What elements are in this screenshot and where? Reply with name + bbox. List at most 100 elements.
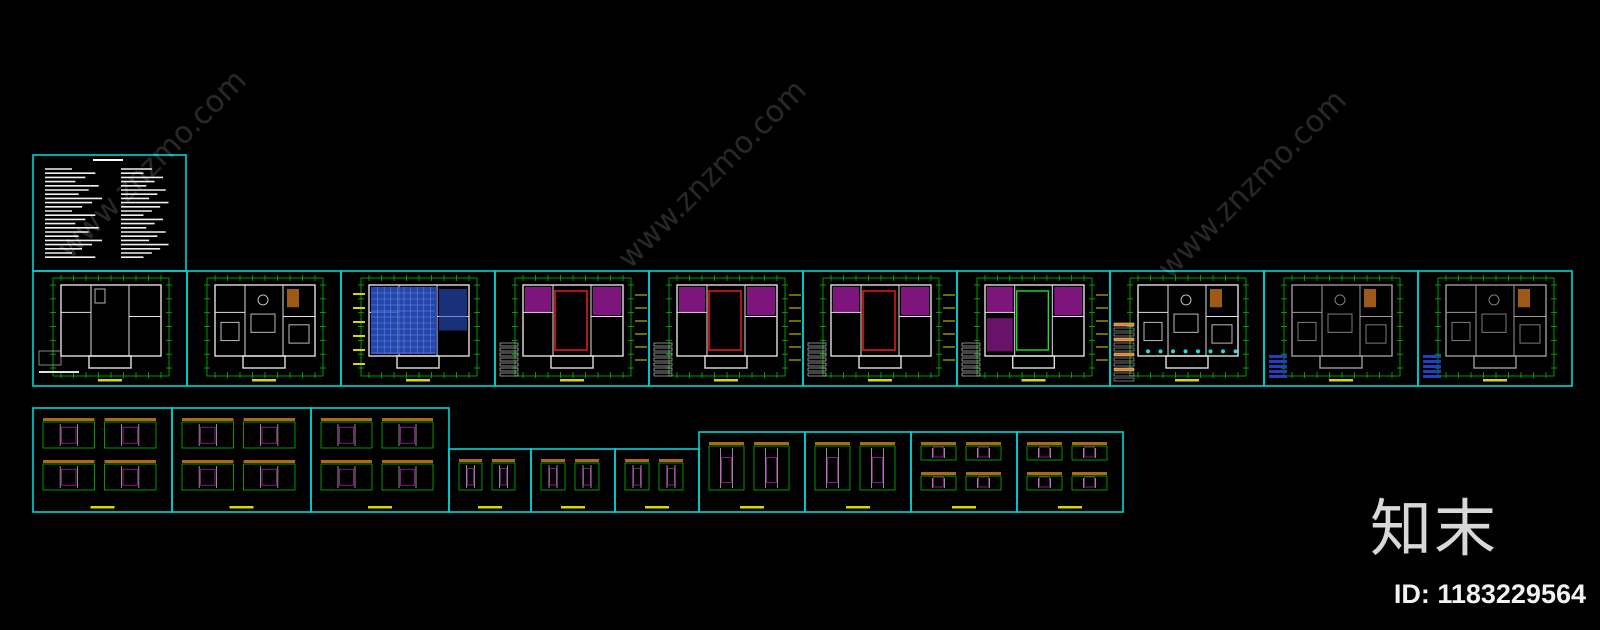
sheet-elevations-9 (910, 431, 1018, 513)
sheet-title-bar (1021, 379, 1046, 382)
elevation-feature (200, 468, 216, 486)
elevation-outline (1071, 475, 1108, 491)
elevation-outline (243, 463, 296, 491)
elevation-feature (766, 457, 777, 483)
elevation-feature (261, 468, 277, 486)
elevation-feature (61, 468, 77, 486)
elevation-cornice (43, 460, 95, 463)
sheet-title-bar (560, 379, 584, 382)
elevation-outline (42, 463, 95, 491)
elevation-cornice (321, 418, 372, 421)
elevation-feature (1084, 476, 1095, 488)
legend-row (961, 352, 981, 357)
legend-row (499, 342, 519, 347)
elevation-feature (400, 426, 415, 444)
legend-row (653, 362, 673, 367)
legend-row (1423, 360, 1441, 363)
legend-row (807, 362, 827, 367)
exterior-wall (88, 355, 132, 369)
image-id-label: ID: 1183229564 (1393, 579, 1586, 609)
sofa-set (1327, 313, 1353, 333)
elevation-feature (933, 446, 944, 458)
watermark-text: www.znzmo.com (51, 63, 254, 266)
legend-row (499, 362, 519, 367)
bed (1365, 324, 1387, 344)
ceiling-legend-mark (353, 307, 365, 309)
legend-row (1113, 337, 1135, 342)
ceiling-legend-mark (353, 293, 365, 295)
elevation-feature (261, 426, 277, 444)
exterior-wall (396, 355, 440, 369)
legend-row (499, 352, 519, 357)
elevation-cornice (1072, 442, 1107, 445)
dimension-frame (1283, 277, 1401, 377)
dimension-frame (1437, 277, 1555, 377)
elevation-feature (1084, 446, 1095, 458)
sheet-title-bar (1175, 379, 1199, 382)
elevation-cornice (182, 460, 234, 463)
elevation-cornice (182, 418, 234, 421)
elevation-feature (200, 426, 216, 444)
sheet-elevations-10 (1016, 431, 1124, 513)
sheet-frame (448, 448, 532, 513)
legend-row (807, 367, 827, 372)
ceiling-fill (439, 289, 467, 331)
highlight-outline (1015, 290, 1050, 351)
elevation-outline (458, 462, 483, 491)
elevation-cornice (966, 442, 1001, 445)
elevation-outline (859, 445, 896, 491)
elevation-feature (667, 468, 675, 486)
sheet-elevations-4 (448, 448, 532, 513)
legend-row (1113, 322, 1135, 327)
sheet-title-bar (952, 506, 976, 509)
zone-fill (987, 318, 1013, 352)
legend-row (1113, 347, 1135, 352)
elevation-cornice (625, 459, 649, 462)
sheet-elevations-2 (171, 407, 312, 513)
dimension-frame (206, 277, 324, 377)
elevation-feature (122, 426, 138, 444)
elevation-cornice (382, 418, 433, 421)
sheet-elevations-7 (698, 431, 806, 513)
bed (1297, 321, 1317, 342)
kitchen-counter (1210, 289, 1222, 308)
elevation-outline (1026, 475, 1063, 491)
exterior-wall (1165, 355, 1209, 369)
legend-row (1113, 327, 1135, 332)
legend-row (807, 352, 827, 357)
elevation-cornice (382, 460, 433, 463)
elevation-cornice (243, 460, 295, 463)
sheet-title-bar (714, 379, 738, 382)
legend-block (38, 350, 62, 366)
watermark-text: www.znzmo.com (1151, 83, 1354, 286)
elevation-outline (381, 463, 434, 491)
sheet-title-bar (478, 506, 502, 509)
bed (288, 324, 310, 344)
legend-row (1269, 375, 1287, 378)
elevation-cornice (815, 442, 850, 445)
sheet-plans-7 (956, 270, 1111, 387)
elevation-cornice (709, 442, 744, 445)
highlight-outline (862, 290, 896, 351)
zone-fill (747, 287, 775, 316)
sheet-title-bar (368, 506, 392, 509)
ceiling-legend-mark (353, 349, 365, 351)
elevation-feature (61, 426, 77, 444)
bed (220, 321, 240, 342)
legend-row (807, 342, 827, 347)
bed (1451, 321, 1471, 342)
sheet-elevations-3 (310, 407, 450, 513)
sheet-plans-5 (648, 270, 804, 387)
note-line (39, 371, 79, 373)
elevation-cornice (104, 460, 156, 463)
sheet-title-bar (645, 506, 669, 509)
exterior-wall (858, 355, 902, 369)
dimension-frame (52, 277, 170, 377)
legend-row (653, 357, 673, 362)
legend-row (1423, 370, 1441, 373)
sheet-plans-1 (32, 270, 188, 387)
elevation-cornice (921, 472, 956, 475)
elevation-cornice (1027, 472, 1062, 475)
legend-row (653, 367, 673, 372)
